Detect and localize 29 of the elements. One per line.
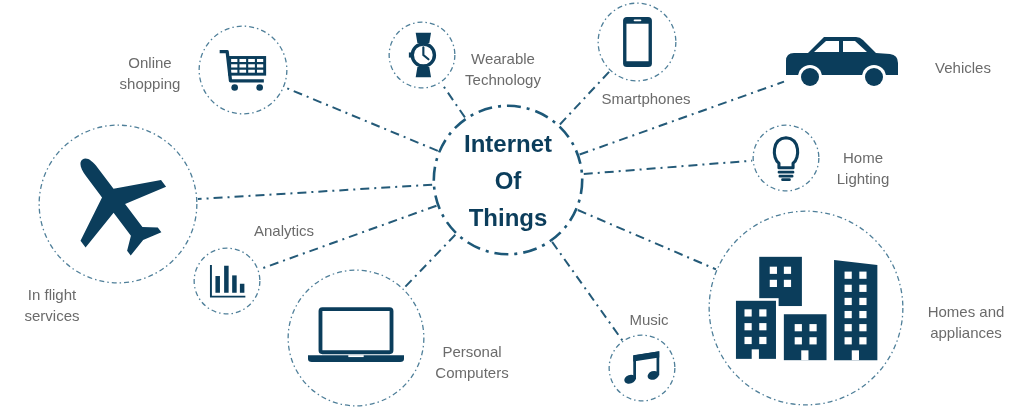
hub-circle (432, 104, 584, 256)
node-caption: Personal Computers (434, 342, 510, 383)
connector-line (582, 159, 754, 175)
connector-line (578, 80, 785, 156)
dashed-circle (193, 247, 261, 315)
connector-line (402, 233, 457, 290)
node-caption: Home Lighting (835, 148, 891, 189)
dashed-circle (708, 210, 904, 406)
connector-line (558, 70, 611, 126)
car-icon (784, 35, 900, 87)
dashed-circle (752, 124, 820, 192)
connector-line (576, 209, 717, 271)
node-caption: Analytics (253, 221, 315, 241)
dashed-circle (287, 269, 425, 407)
dashed-circle (198, 25, 288, 115)
node-caption: Vehicles (934, 58, 992, 78)
connector-line (196, 183, 434, 201)
node-caption: Wearable Technology (464, 49, 542, 90)
node-caption: In flight services (23, 285, 81, 326)
dashed-circle (388, 21, 456, 89)
node-caption: Music (628, 310, 670, 330)
node-caption: Online shopping (118, 53, 182, 94)
node-title: Internet Of Things (463, 128, 553, 233)
connector-line (551, 240, 624, 342)
node-caption: Homes and appliances (926, 302, 1006, 343)
dashed-circle (608, 334, 676, 402)
dashed-circle (597, 2, 677, 82)
dashed-circle (38, 124, 198, 284)
node-caption: Smartphones (600, 89, 692, 109)
